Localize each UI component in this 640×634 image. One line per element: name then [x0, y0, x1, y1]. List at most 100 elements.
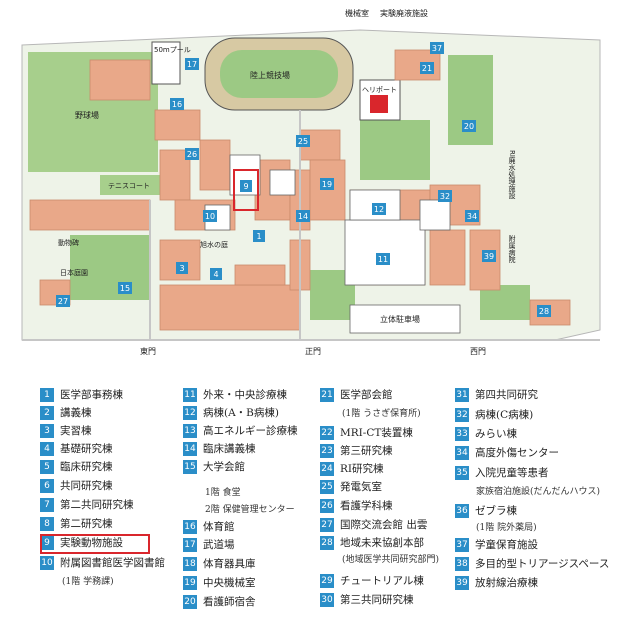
- legend-highlight-animal-facility: [40, 534, 150, 554]
- legend-label: ゼブラ棟: [475, 505, 517, 517]
- legend-label: 高エネルギー診療棟: [203, 425, 298, 437]
- svg-text:32: 32: [440, 192, 450, 201]
- legend-number-badge: 33: [455, 426, 469, 441]
- legend-sub-col3-1: (1階 うさぎ保育所): [342, 409, 421, 419]
- legend-label: 武道場: [203, 539, 235, 551]
- legend-label: 学童保育施設: [475, 539, 538, 551]
- svg-text:27: 27: [58, 297, 68, 306]
- athletic-field: [220, 50, 338, 98]
- legend-sub-col4-2: (1階 院外薬局): [476, 523, 537, 533]
- map-label-pool: 50mプール: [154, 46, 191, 54]
- legend-label: 中央機械室: [203, 577, 256, 589]
- animal-facility-building-highlight: [233, 169, 259, 211]
- svg-text:26: 26: [187, 150, 197, 159]
- legend-number-badge: 19: [183, 575, 197, 590]
- legend-label: 実習棟: [60, 425, 92, 437]
- map-label-lab-wastewater: 実験廃液施設: [380, 8, 428, 18]
- legend-number-badge: 37: [455, 537, 469, 552]
- legend-label: 看護師宿舎: [203, 596, 256, 608]
- legend-number-badge: 16: [183, 519, 197, 534]
- legend-number-badge: 6: [40, 478, 54, 493]
- legend-item-33: 33 みらい棟: [455, 425, 517, 442]
- legend-label: 国際交流会館 出雲: [340, 519, 428, 531]
- legend-label: 医学部事務棟: [60, 389, 123, 401]
- legend-number-badge: 15: [183, 459, 197, 474]
- map-label-stone-park: 動物碑: [58, 238, 79, 247]
- map-label-rising-sun: 旭水の庭: [200, 240, 228, 249]
- svg-text:1: 1: [256, 232, 261, 241]
- legend-label: チュートリアル棟: [340, 575, 424, 587]
- legend-item-11: 11 外来・中央診療棟: [183, 386, 287, 403]
- legend-label: 実験動物施設: [60, 537, 123, 549]
- legend-label: 病棟(C病棟): [475, 409, 534, 421]
- legend-item-35: 35 入院児童等患者: [455, 464, 549, 481]
- legend-number-badge: 38: [455, 556, 469, 571]
- legend-label: 附属図書館医学図書館: [60, 557, 165, 569]
- svg-text:10: 10: [205, 212, 215, 221]
- legend-number-badge: 31: [455, 387, 469, 402]
- svg-text:9: 9: [243, 182, 248, 191]
- legend-label: RI研究棟: [340, 463, 384, 475]
- legend-sub-col1: (1階 学務課): [62, 577, 114, 587]
- legend-number-badge: 26: [320, 498, 334, 513]
- legend-number-badge: 14: [183, 441, 197, 456]
- hospital-main: [344, 219, 426, 286]
- legend-number-badge: 35: [455, 465, 469, 480]
- svg-text:20: 20: [464, 122, 474, 131]
- building-markers: 10 1 9 3 4 11 12 34 32 39 28 20 21 37 16…: [56, 42, 551, 317]
- legend-number-badge: 8: [40, 516, 54, 531]
- legend-label: 看護学科棟: [340, 500, 393, 512]
- legend-item-39: 39 放射線治療棟: [455, 574, 538, 591]
- legend-item-37: 37 学童保育施設: [455, 536, 538, 553]
- map-label-east-gate: 東門: [140, 346, 156, 356]
- svg-text:15: 15: [120, 284, 130, 293]
- svg-text:25: 25: [298, 137, 308, 146]
- map-label-parking: 立体駐車場: [380, 314, 420, 324]
- legend-label: 第四共同研究: [475, 389, 538, 401]
- legend-label: みらい棟: [475, 428, 517, 440]
- legend-label: 外来・中央診療棟: [203, 389, 287, 401]
- legend-number-badge: 32: [455, 407, 469, 422]
- legend-sub-col2-1: 1階 食堂: [205, 488, 241, 498]
- svg-text:12: 12: [374, 205, 384, 214]
- legend-number-badge: 2: [40, 405, 54, 420]
- svg-text:3: 3: [179, 264, 184, 273]
- legend-sub-col2-2: 2階 保健管理センター: [205, 505, 295, 515]
- legend-number-badge: 39: [455, 575, 469, 590]
- legend-sub-col4-1: 家族宿泊施設(だんだんハウス): [476, 487, 601, 497]
- legend-label: 臨床講義棟: [203, 443, 256, 455]
- svg-text:39: 39: [484, 252, 494, 261]
- map-label-machine-room: 機械室: [345, 8, 369, 18]
- legend-label: 放射線治療棟: [475, 577, 538, 589]
- map-label-baseball: 野球場: [75, 110, 99, 120]
- legend-number-badge: 11: [183, 387, 197, 402]
- legend-number-badge: 10: [40, 555, 54, 570]
- legend-number-badge: 20: [183, 594, 197, 609]
- heliport-marker: [370, 95, 388, 113]
- legend-label: 入院児童等患者: [475, 467, 549, 479]
- map-label-heliport: ヘリポート: [362, 86, 397, 94]
- map-label-main-gate: 正門: [305, 347, 321, 356]
- legend-label: 医学部会館: [340, 389, 393, 401]
- svg-text:34: 34: [467, 212, 477, 221]
- svg-text:17: 17: [187, 60, 197, 69]
